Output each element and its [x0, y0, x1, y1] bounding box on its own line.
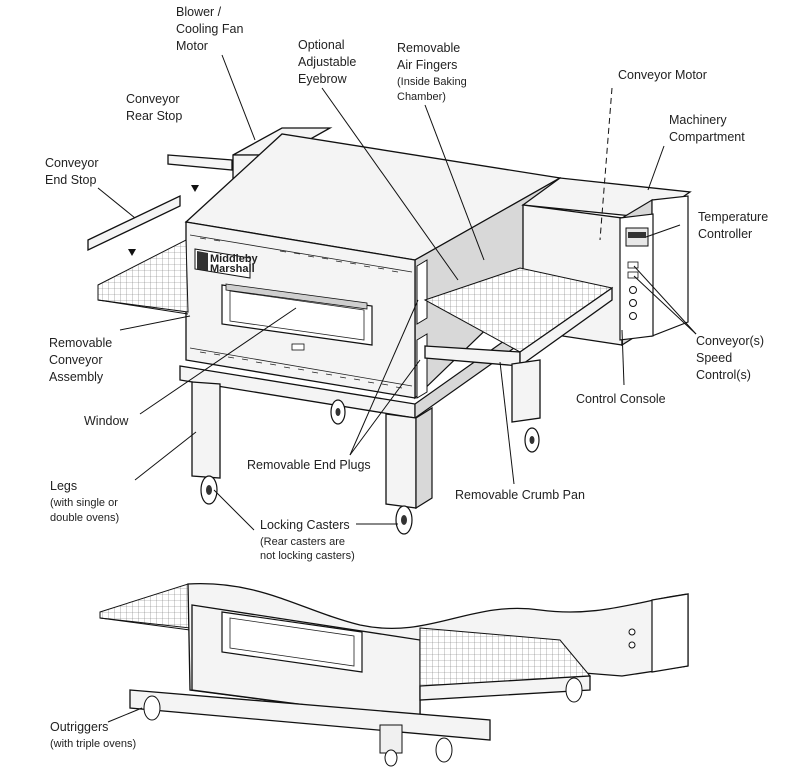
brand-logo: Middleby Marshall — [194, 248, 259, 279]
label-temp-controller-2: Controller — [698, 227, 752, 241]
label-control-console: Control Console — [576, 392, 666, 406]
vent-slots-top — [199, 237, 399, 273]
label-machinery-1: Machinery — [669, 113, 727, 127]
label-eyebrow-3: Eyebrow — [298, 72, 348, 86]
casters — [200, 399, 540, 535]
label-speed-control-1: Conveyor(s) — [696, 334, 764, 348]
speed-control-1 — [627, 261, 639, 269]
label-outriggers: Outriggers — [50, 720, 108, 734]
label-conveyor-assembly-3: Assembly — [49, 370, 104, 384]
label-conveyor-motor: Conveyor Motor — [618, 68, 707, 82]
label-end-stop-1: Conveyor — [45, 156, 99, 170]
logo-line-1: Middleby — [210, 253, 259, 265]
label-casters-note-2: not locking casters) — [260, 550, 355, 562]
main-oven: Middleby Marshall — [179, 127, 563, 420]
callout-labels: Blower / Cooling Fan Motor Optional Adju… — [45, 5, 768, 750]
label-window: Window — [84, 414, 129, 428]
label-crumb-pan: Removable Crumb Pan — [455, 488, 585, 502]
label-rear-stop-2: Rear Stop — [126, 109, 182, 123]
label-eyebrow-1: Optional — [298, 38, 345, 52]
label-blower-2: Cooling Fan — [176, 22, 243, 36]
vent-slots-bottom — [199, 351, 403, 389]
label-legs: Legs — [50, 479, 77, 493]
conveyor-end-stop — [87, 194, 181, 252]
label-legs-note-1: (with single or — [50, 497, 118, 509]
label-machinery-2: Compartment — [669, 130, 745, 144]
end-plug — [416, 259, 428, 325]
label-air-fingers-note-2: Chamber) — [397, 91, 446, 103]
label-end-stop-2: End Stop — [45, 173, 96, 187]
conveyor-rear-stop — [167, 154, 233, 171]
label-air-fingers-2: Air Fingers — [397, 58, 457, 72]
label-casters: Locking Casters — [260, 518, 350, 532]
speed-control-2 — [627, 271, 639, 279]
label-air-fingers-1: Removable — [397, 41, 460, 55]
conveyor-left — [97, 239, 189, 313]
label-blower-3: Motor — [176, 39, 208, 53]
label-speed-control-2: Speed — [696, 351, 732, 365]
oven-window — [221, 283, 373, 351]
label-casters-note-1: (Rear casters are — [260, 536, 345, 548]
label-end-plugs: Removable End Plugs — [247, 458, 371, 472]
label-air-fingers-note-1: (Inside Baking — [397, 76, 467, 88]
label-eyebrow-2: Adjustable — [298, 55, 356, 69]
triple-oven-view — [99, 582, 689, 767]
logo-line-2: Marshall — [210, 263, 255, 275]
label-temp-controller-1: Temperature — [698, 210, 768, 224]
label-outriggers-note: (with triple ovens) — [50, 738, 136, 750]
label-conveyor-assembly-1: Removable — [49, 336, 112, 350]
legs — [191, 359, 541, 510]
leader-lines — [97, 54, 697, 723]
label-legs-note-2: double ovens) — [50, 512, 119, 524]
label-conveyor-assembly-2: Conveyor — [49, 353, 103, 367]
label-rear-stop-1: Conveyor — [126, 92, 180, 106]
machinery-compartment — [521, 177, 692, 347]
label-speed-control-3: Control(s) — [696, 368, 751, 382]
label-blower-1: Blower / — [176, 5, 222, 19]
